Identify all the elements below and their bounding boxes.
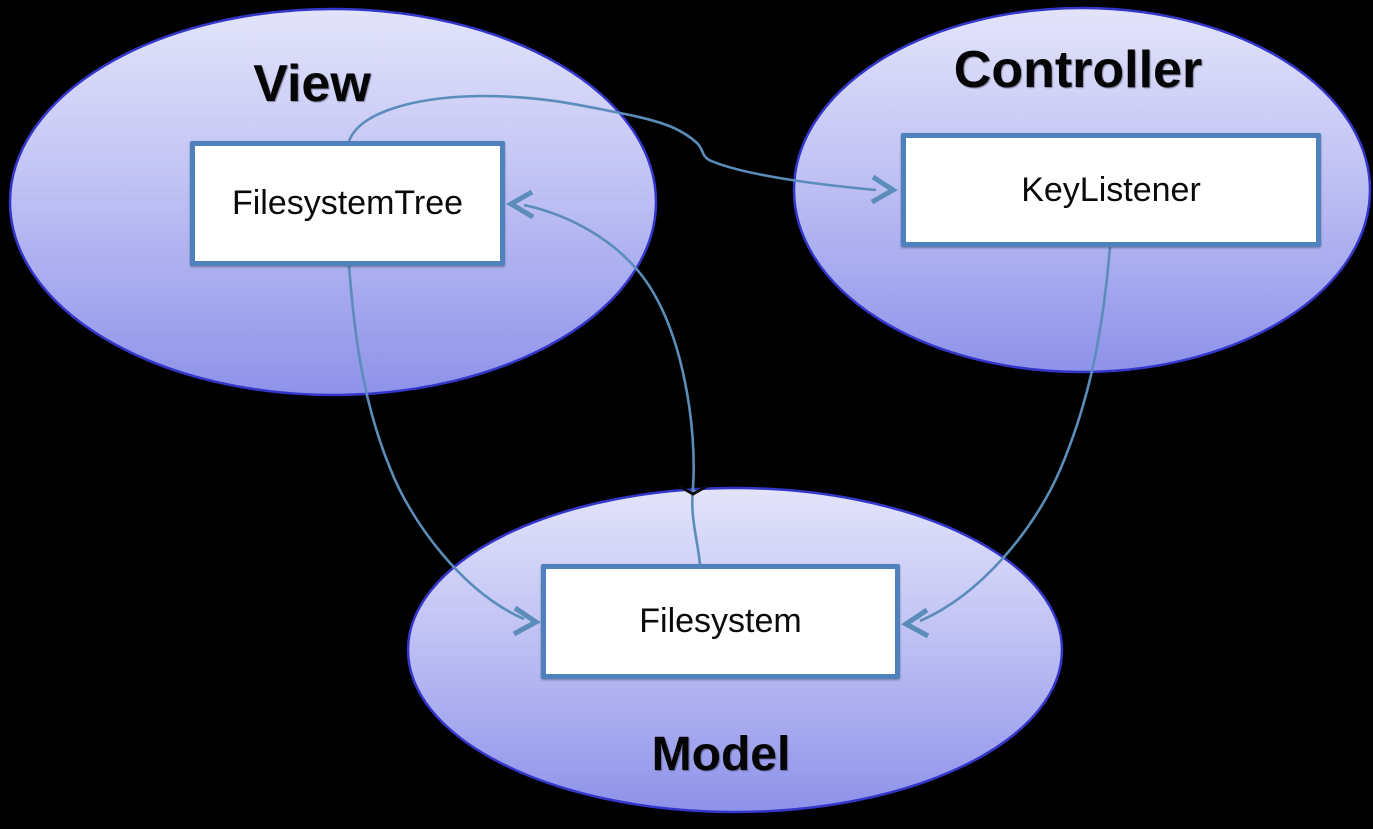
connector-filesystemtree-to-filesystem <box>347 265 525 621</box>
filesystemtree-node-box: FilesystemTree <box>190 141 505 266</box>
arrowhead-into-keylistener <box>870 174 898 205</box>
keylistener-node-label: KeyListener <box>1021 170 1201 209</box>
filesystemtree-node-label: FilesystemTree <box>231 184 464 222</box>
view-ellipse-title: View <box>253 55 371 113</box>
arrowhead-into-filesystem-left <box>512 605 541 637</box>
connector-filesystem-to-filesystemtree <box>523 203 702 565</box>
filesystem-node-label: Filesystem <box>639 602 802 640</box>
filesystem-node-box: Filesystem <box>541 564 900 679</box>
keylistener-node-box: KeyListener <box>901 133 1321 247</box>
model-boundary-chevron-mark <box>678 484 708 496</box>
arrowhead-into-filesystem-right <box>901 607 930 639</box>
connector-keylistener-to-filesystem <box>919 246 1112 623</box>
controller-ellipse-title: Controller <box>953 41 1203 99</box>
arrowhead-into-filesystemtree <box>506 189 535 220</box>
model-ellipse-title: Model <box>651 728 791 781</box>
connector-filesystemtree-to-keylistener <box>347 94 877 192</box>
